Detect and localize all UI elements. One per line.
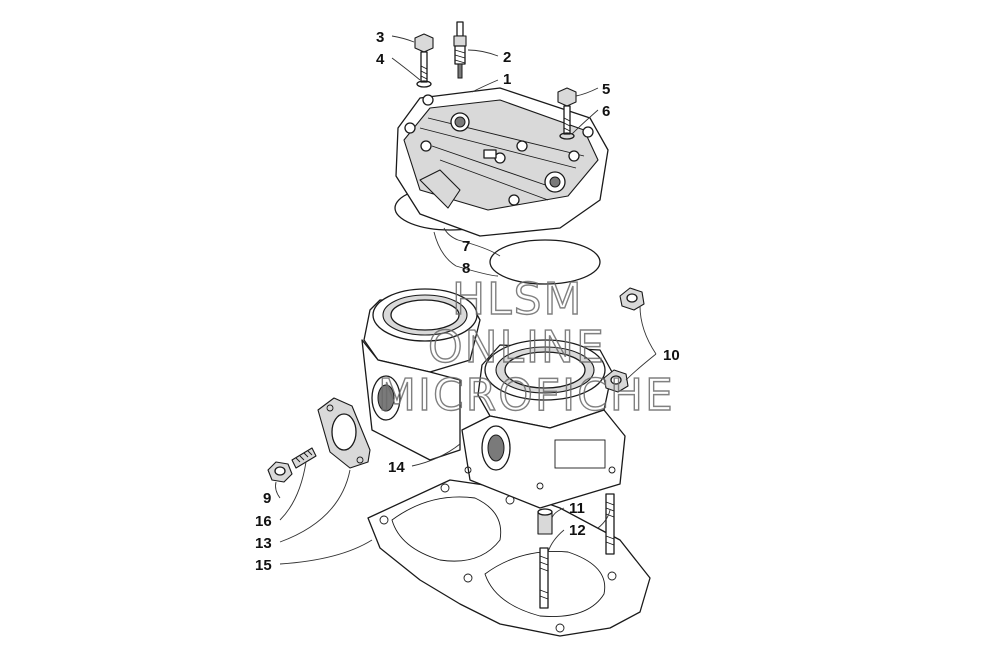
watermark: HLSM ONLINE MICROFICHE [377, 273, 675, 421]
callout-4: 4 [376, 51, 385, 68]
head-bolt-right[interactable] [557, 87, 577, 135]
exhaust-gasket[interactable] [317, 397, 371, 469]
base-gasket[interactable] [367, 479, 651, 637]
callout-7: 7 [462, 238, 470, 255]
cylinder-nut-upper[interactable] [619, 287, 645, 311]
exhaust-stud[interactable] [291, 447, 317, 469]
spark-plug[interactable] [453, 21, 467, 79]
cylinder-nut-lower[interactable] [603, 369, 629, 393]
watermark-line-1: HLSM [452, 274, 584, 325]
watermark-line-2: ONLINE [428, 322, 606, 373]
callout-9: 9 [263, 490, 271, 507]
cylinder-stud-front[interactable] [539, 547, 549, 609]
head-bolt-left[interactable] [414, 33, 434, 83]
callout-2: 2 [503, 49, 511, 66]
head-o-ring-front[interactable] [489, 239, 601, 285]
callout-16: 16 [255, 513, 272, 530]
dowel-pin[interactable] [537, 508, 553, 535]
cylinder-stud-rear[interactable] [605, 493, 615, 555]
callout-8: 8 [462, 260, 470, 277]
exhaust-nut[interactable] [267, 461, 293, 483]
callout-11: 11 [569, 500, 585, 517]
leader-lines [275, 35, 657, 565]
cylinder-head[interactable] [395, 87, 609, 237]
callout-6: 6 [602, 103, 610, 120]
callout-10: 10 [663, 347, 680, 364]
callout-12: 12 [569, 522, 586, 539]
callout-5: 5 [602, 81, 610, 98]
callout-15: 15 [255, 557, 272, 574]
callout-labels: 3 4 2 1 5 6 7 8 10 14 9 11 16 12 13 15 [255, 29, 680, 574]
callout-1: 1 [503, 71, 511, 88]
callout-13: 13 [255, 535, 272, 552]
watermark-line-3: MICROFICHE [378, 370, 675, 421]
washer-left[interactable] [416, 80, 432, 88]
callout-3: 3 [376, 29, 384, 46]
cylinder-block[interactable] [361, 288, 626, 509]
callout-14: 14 [388, 459, 405, 476]
washer-right[interactable] [559, 132, 575, 140]
